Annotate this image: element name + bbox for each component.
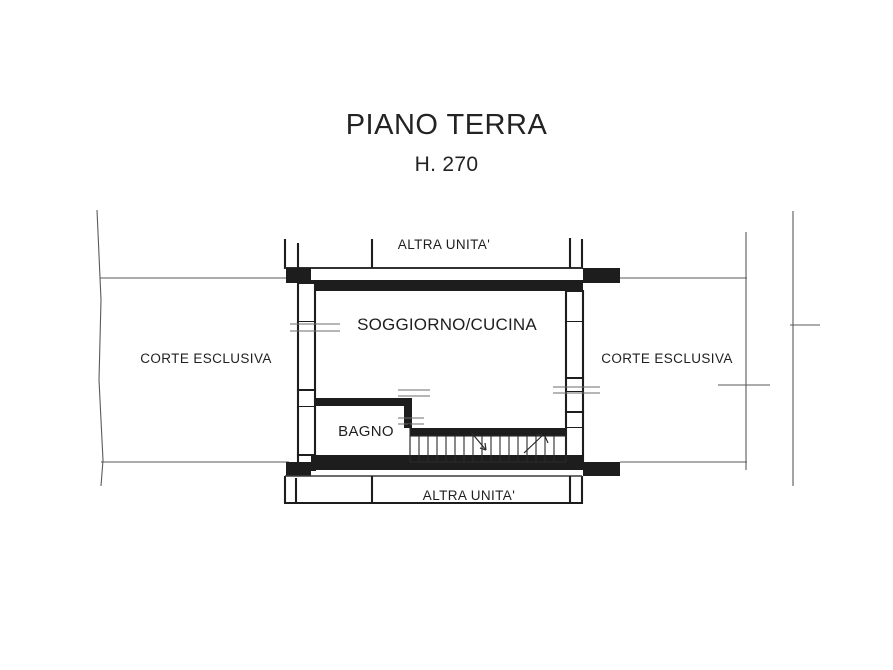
stair-direction-arrow-left: [467, 428, 487, 451]
label-corte-esclusiva-right: CORTE ESCLUSIVA: [601, 351, 733, 366]
apartment-top-wall: [286, 268, 620, 291]
courtyard-right-edges: [620, 277, 747, 463]
staircase: [409, 428, 567, 463]
apartment-bottom-wall: [286, 455, 620, 476]
label-bagno: BAGNO: [338, 423, 394, 440]
courtyard-left-edges: [100, 277, 289, 463]
label-altra-unita-top: ALTRA UNITA': [398, 237, 490, 252]
label-corte-esclusiva-left: CORTE ESCLUSIVA: [140, 351, 272, 366]
boundary-tick-marks-right: [718, 324, 820, 386]
bathroom-walls: [315, 389, 430, 429]
property-boundary-left: [96, 209, 104, 487]
top-unit-wall-group: [283, 238, 584, 270]
bottom-unit-wall-group: [283, 475, 584, 505]
label-altra-unita-bottom: ALTRA UNITA': [423, 488, 515, 503]
apartment-left-wall: [290, 281, 340, 472]
stair-direction-arrow-right: [523, 431, 549, 454]
label-soggiorno-cucina: SOGGIORNO/CUCINA: [357, 315, 537, 334]
apartment-right-wall: [553, 289, 600, 464]
